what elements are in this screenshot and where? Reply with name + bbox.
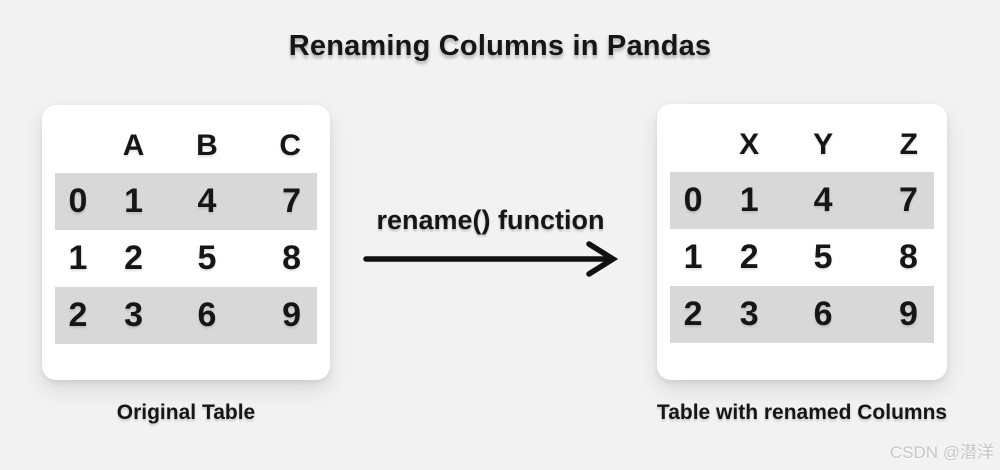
table-cell: 7 [899,181,918,219]
table-row: 0 1 4 7 [670,172,934,229]
renamed-table-header-row: X Y Z [670,117,934,172]
column-header: C [279,128,301,162]
row-index: 1 [68,239,88,277]
renamed-table-caption: Table with renamed Columns [656,401,948,424]
table-cell: 2 [739,238,759,276]
renamed-table-card: X Y Z 0 1 4 7 1 2 5 8 2 3 6 9 [657,104,947,380]
table-cell: 3 [739,295,759,333]
table-cell: 3 [124,296,144,334]
table-row: 2 3 6 9 [670,286,934,343]
row-index: 2 [68,296,88,334]
column-header: B [196,128,218,162]
table-cell: 4 [813,181,833,219]
table-cell: 1 [739,181,759,219]
table-cell: 6 [813,295,833,333]
table-row: 2 3 6 9 [55,287,317,344]
arrow-label: rename() function [376,205,605,235]
column-header: A [122,128,145,162]
table-cell: 8 [899,238,918,276]
table-cell: 1 [124,182,144,220]
rename-arrow-group: rename() function [363,205,618,279]
row-index: 1 [683,238,703,276]
row-index: 0 [683,181,703,219]
table-cell: 5 [813,238,833,276]
original-table-card: A B C 0 1 4 7 1 2 5 8 2 3 6 9 [42,105,330,380]
table-row: 1 2 5 8 [55,230,317,287]
original-table-caption: Original Table [116,401,256,424]
table-cell: 2 [124,239,144,277]
column-header: Y [813,127,834,161]
table-cell: 4 [197,182,217,220]
table-cell: 5 [197,239,217,277]
table-cell: 9 [899,295,918,333]
original-table-header-row: A B C [55,118,317,173]
row-index: 2 [683,295,703,333]
page-title: Renaming Columns in Pandas [288,30,712,62]
column-header: Z [899,127,918,161]
right-arrow-icon [363,241,618,277]
table-cell: 6 [197,296,217,334]
row-index: 0 [68,182,88,220]
table-row: 1 2 5 8 [670,229,934,286]
table-row: 0 1 4 7 [55,173,317,230]
watermark: CSDN @潜洋 [889,443,994,462]
table-cell: 9 [282,296,301,334]
table-cell: 7 [282,182,301,220]
column-header: X [739,127,760,161]
table-cell: 8 [282,239,301,277]
